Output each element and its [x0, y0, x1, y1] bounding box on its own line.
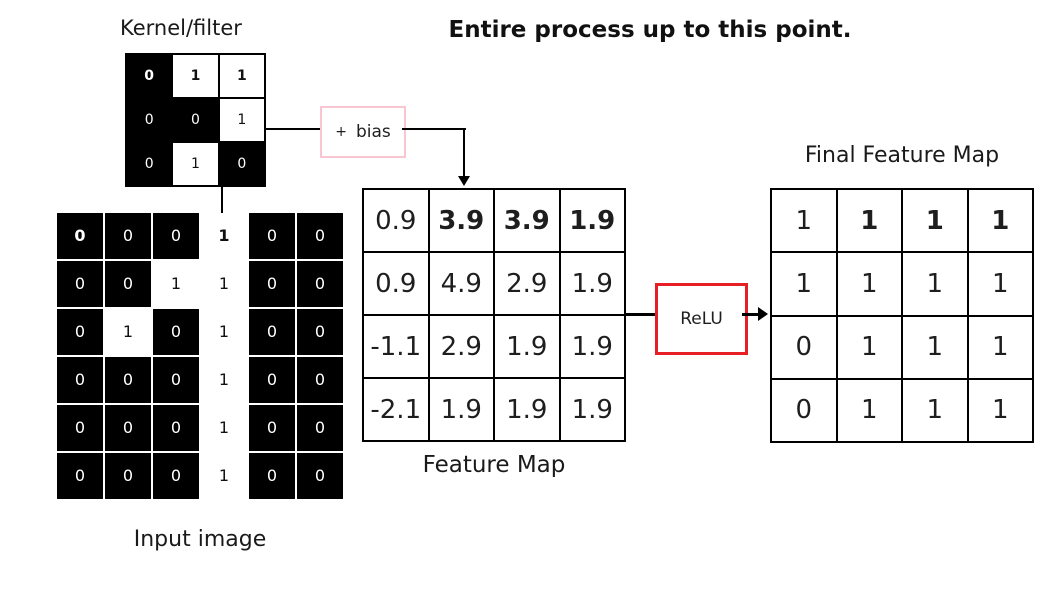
grid-cell: 0	[297, 405, 343, 451]
input-image-label: Input image	[133, 527, 267, 552]
grid-cell: 0	[249, 261, 295, 307]
grid-cell: 1.9	[429, 379, 493, 440]
grid-cell: 1	[105, 309, 151, 355]
grid-cell: 1	[968, 316, 1032, 378]
grid-cell: 3.9	[429, 190, 493, 251]
grid-cell: 0.9	[364, 190, 428, 251]
grid-cell: 0	[153, 357, 199, 403]
kernel-label: Kernel/filter	[120, 16, 242, 40]
grid-cell: 1	[772, 190, 836, 252]
grid-cell: 1	[201, 453, 247, 499]
grid-cell: 1	[201, 309, 247, 355]
grid-cell: 0	[249, 309, 295, 355]
grid-cell: 0	[105, 453, 151, 499]
connector-kernel-to-input-image	[221, 187, 223, 213]
grid-cell: 1.9	[560, 190, 624, 251]
grid-cell: 0	[153, 213, 199, 259]
grid-cell: 1	[772, 253, 836, 315]
grid-cell: 0	[219, 143, 264, 185]
grid-cell: 0	[127, 99, 172, 141]
grid-cell: 0	[105, 405, 151, 451]
connector-kernel-to-bias	[266, 128, 320, 130]
grid-cell: 0	[57, 453, 103, 499]
grid-cell: 1	[173, 143, 218, 185]
grid-cell: 0	[297, 357, 343, 403]
grid-cell: 0	[105, 213, 151, 259]
grid-cell: -2.1	[364, 379, 428, 440]
grid-cell: 1	[201, 405, 247, 451]
grid-cell: 1.9	[560, 379, 624, 440]
bias-box-label: bias	[355, 122, 391, 142]
grid-cell: 1	[837, 190, 901, 252]
grid-cell: 0	[57, 309, 103, 355]
grid-cell: 0	[57, 213, 103, 259]
grid-cell: 1	[837, 316, 901, 378]
grid-cell: 4.9	[429, 253, 493, 314]
plus-icon: +	[335, 124, 347, 140]
grid-cell: 0	[249, 357, 295, 403]
arrowhead-down-icon	[458, 176, 470, 186]
grid-cell: 0	[297, 309, 343, 355]
relu-box: ReLU	[655, 283, 748, 355]
grid-cell: 1.9	[495, 379, 559, 440]
connector-relu-to-final-feature-map	[742, 313, 759, 316]
grid-cell: 0	[105, 357, 151, 403]
grid-cell: 1	[173, 55, 218, 97]
grid-cell: 0.9	[364, 253, 428, 314]
grid-cell: 0	[153, 453, 199, 499]
grid-cell: 0	[772, 379, 836, 441]
grid-cell: -1.1	[364, 316, 428, 377]
grid-cell: 1	[201, 213, 247, 259]
grid-cell: 0	[249, 405, 295, 451]
final-feature-map-label: Final Feature Map	[804, 143, 1000, 168]
grid-cell: 0	[57, 357, 103, 403]
grid-cell: 1	[903, 379, 967, 441]
arrowhead-right-icon	[758, 307, 768, 321]
grid-cell: 1	[837, 379, 901, 441]
grid-cell: 1	[903, 190, 967, 252]
grid-cell: 0	[127, 143, 172, 185]
grid-cell: 3.9	[495, 190, 559, 251]
grid-cell: 0	[173, 99, 218, 141]
grid-cell: 1	[968, 379, 1032, 441]
grid-cell: 1	[903, 316, 967, 378]
feature-map-label: Feature Map	[422, 452, 566, 478]
grid-cell: 2.9	[495, 253, 559, 314]
relu-box-label: ReLU	[680, 309, 723, 329]
grid-cell: 1	[201, 357, 247, 403]
grid-cell: 1	[201, 261, 247, 307]
grid-cell: 1	[903, 253, 967, 315]
grid-cell: 0	[57, 405, 103, 451]
grid-cell: 1.9	[560, 316, 624, 377]
grid-cell: 0	[105, 261, 151, 307]
grid-cell: 0	[297, 213, 343, 259]
connector-bias-to-feature-map-horizontal	[402, 128, 466, 130]
grid-cell: 1.9	[560, 253, 624, 314]
main-title: Entire process up to this point.	[448, 17, 852, 43]
grid-cell: 1	[219, 99, 264, 141]
grid-cell: 1.9	[495, 316, 559, 377]
grid-cell: 0	[153, 309, 199, 355]
grid-cell: 1	[968, 253, 1032, 315]
grid-cell: 0	[297, 261, 343, 307]
grid-cell: 1	[219, 55, 264, 97]
connector-bias-to-feature-map-vertical	[463, 128, 465, 176]
grid-cell: 1	[153, 261, 199, 307]
grid-cell: 0	[153, 405, 199, 451]
grid-cell: 1	[837, 253, 901, 315]
grid-cell: 1	[968, 190, 1032, 252]
bias-box: + bias	[320, 106, 406, 158]
grid-cell: 0	[249, 213, 295, 259]
grid-cell: 0	[772, 316, 836, 378]
grid-cell: 0	[249, 453, 295, 499]
grid-cell: 2.9	[429, 316, 493, 377]
grid-cell: 0	[127, 55, 172, 97]
grid-cell: 0	[57, 261, 103, 307]
grid-cell: 0	[297, 453, 343, 499]
connector-feature-map-to-relu	[626, 313, 655, 316]
